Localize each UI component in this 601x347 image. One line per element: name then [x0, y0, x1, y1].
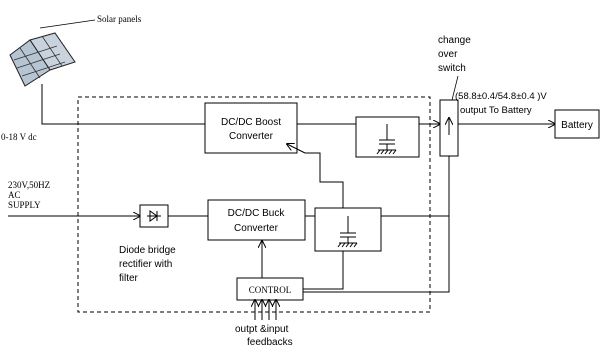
switch-label-leader	[451, 75, 459, 101]
boost-converter-label-1: DC/DC Boost	[221, 117, 281, 128]
feedback-label-1: outpt &input	[235, 324, 289, 335]
diode-label-2: rectifier with	[119, 259, 172, 270]
boost-capacitor-icon	[376, 124, 397, 155]
diode-label-1: Diode bridge	[119, 245, 176, 256]
control-to-switch-wire	[303, 156, 450, 293]
boost-converter-block	[204, 102, 298, 154]
diode-label-3: filter	[119, 273, 139, 284]
battery-block	[554, 109, 600, 139]
switch-label-2: over	[438, 49, 458, 60]
control-label: CONTROL	[249, 285, 292, 295]
buck-capacitor-icon	[337, 216, 358, 248]
ac-supply-label-2: AC	[8, 190, 21, 200]
solar-lead-line	[39, 19, 96, 29]
diode-icon	[147, 210, 161, 222]
solar-panel-icon	[9, 32, 76, 87]
switch-label-1: change	[438, 35, 471, 46]
boost-control-arrow	[287, 144, 306, 154]
feedback-label-2: feedbacks	[247, 337, 293, 347]
buck-converter-block	[207, 199, 306, 241]
ac-supply-label-1: 230V,50HZ	[8, 180, 50, 190]
system-enclosure	[77, 96, 431, 313]
solar-panels-label: Solar panels	[97, 14, 142, 24]
battery-label: Battery	[561, 120, 593, 131]
buck-converter-label-1: DC/DC Buck	[228, 208, 286, 219]
buck-converter-label-2: Converter	[234, 223, 279, 234]
output-voltage-label: (58.8±0.4/54.8±0.4 )V	[455, 91, 547, 102]
input-voltage-label: 0-18 V dc	[1, 132, 37, 142]
boost-control-wire	[303, 152, 344, 290]
output-to-battery-label: output To Battery	[460, 105, 532, 116]
solar-wire	[41, 84, 78, 125]
ac-supply-label-3: SUPPLY	[8, 200, 41, 210]
switch-label-3: switch	[438, 63, 466, 74]
boost-converter-label-2: Converter	[229, 131, 274, 142]
